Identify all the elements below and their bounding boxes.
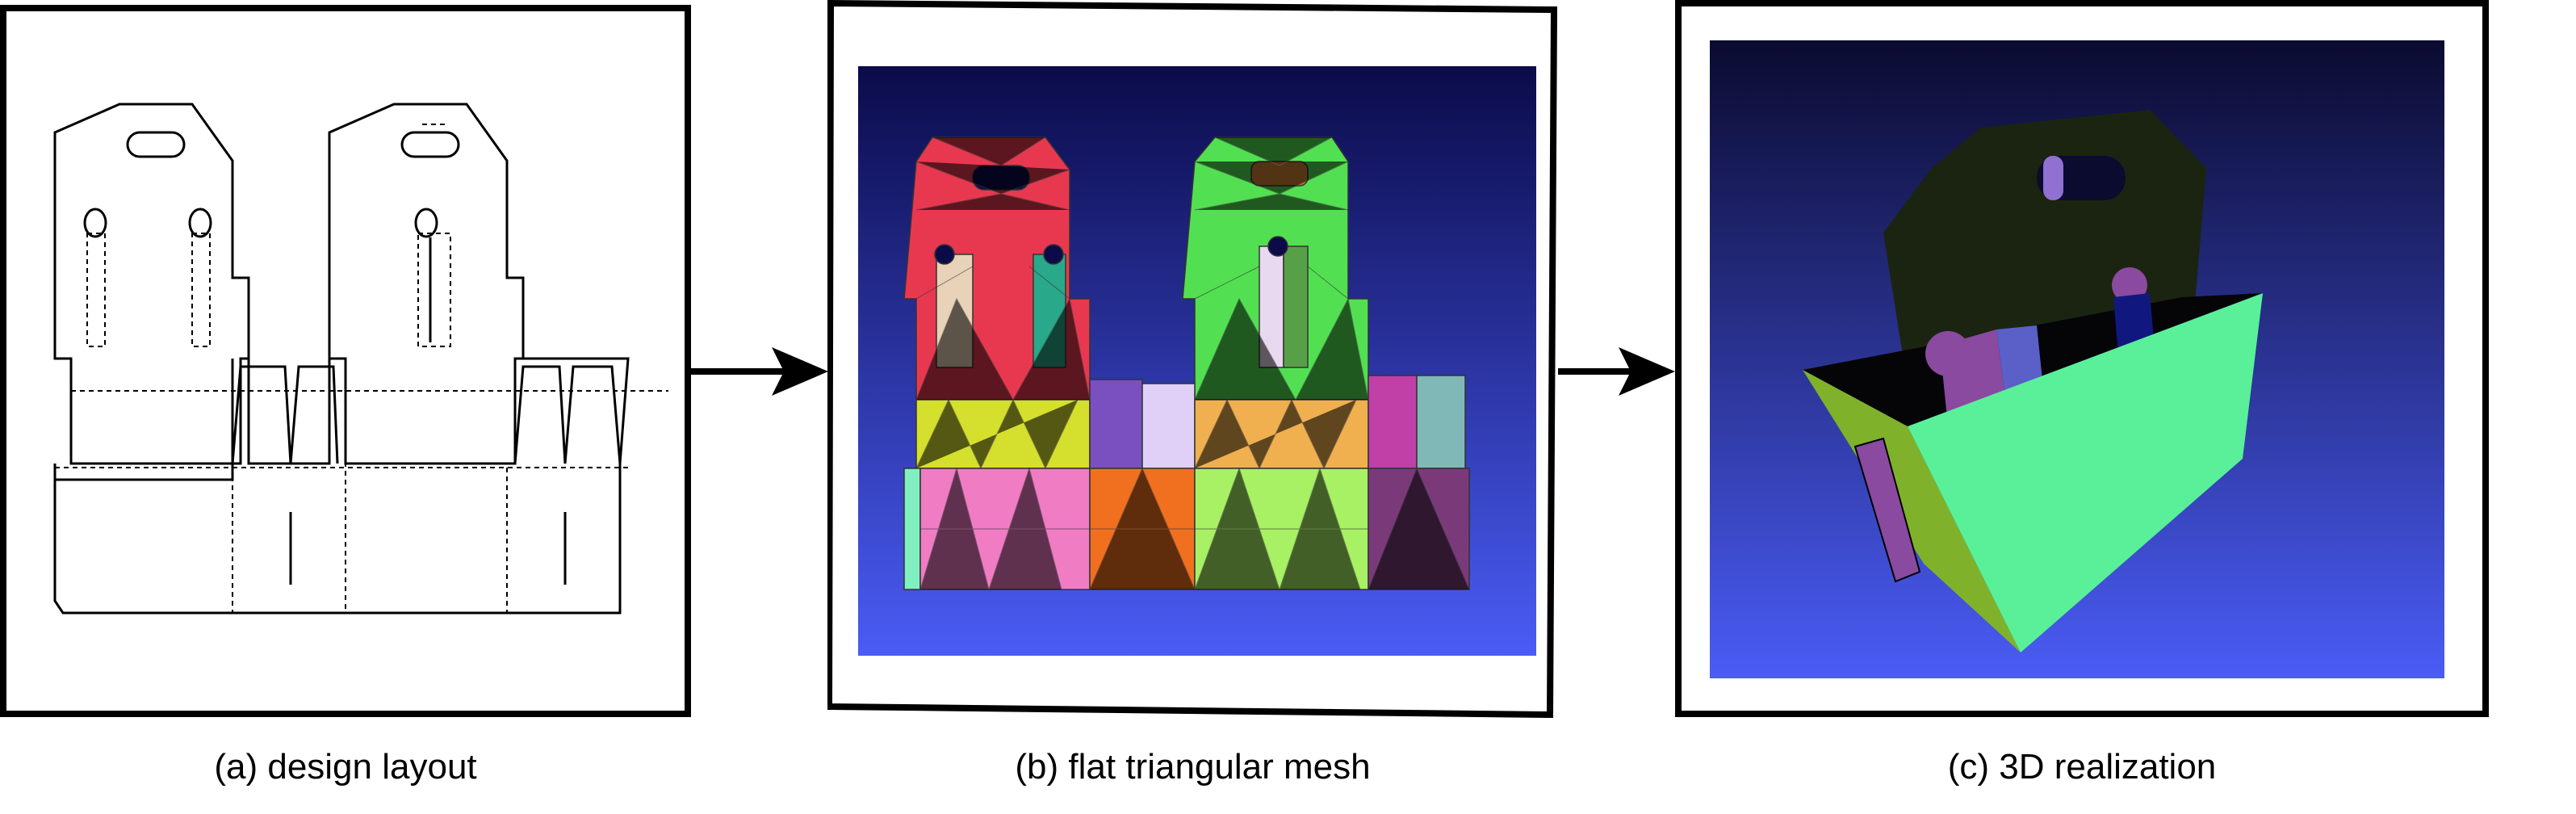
arrow-right-icon	[1558, 347, 1675, 396]
right-handle-outline	[328, 103, 525, 465]
tab-round	[1925, 331, 1971, 376]
box-side-face	[1908, 293, 2263, 652]
tab-hole	[414, 208, 438, 238]
flap-piece	[1368, 375, 1418, 469]
tab-hole	[1267, 236, 1288, 257]
flap-piece	[1141, 383, 1196, 469]
strap-slot	[417, 233, 451, 347]
left-handle-outline	[53, 103, 250, 465]
tab-hole	[934, 244, 955, 265]
flat-mesh-panel	[827, 0, 1558, 719]
flap-piece	[1283, 245, 1309, 368]
caption-a: (a) design layout	[214, 747, 477, 787]
box-front-face	[1803, 370, 2021, 652]
arrow-right-icon	[691, 347, 828, 396]
left-flaps	[231, 365, 339, 464]
3d-realization-panel	[1675, 0, 2489, 717]
tab-hole	[83, 208, 107, 238]
tab-round	[2112, 267, 2147, 303]
side-slot	[1853, 437, 1921, 583]
left-handle-hole	[126, 131, 186, 158]
caption-b: (b) flat triangular mesh	[1015, 747, 1371, 787]
glue-tab	[903, 468, 921, 590]
handle-hole-edge	[2043, 156, 2063, 200]
tab-hole	[188, 208, 212, 238]
right-handle-hole	[400, 131, 460, 158]
caption-c: (c) 3D realization	[1947, 747, 2217, 787]
design-layout-panel	[0, 5, 691, 717]
right-flaps	[513, 365, 622, 464]
flat-mesh-drawing	[827, 0, 1558, 719]
flap-piece	[1416, 375, 1466, 469]
tab-hole	[1043, 244, 1064, 265]
strap-slot	[191, 233, 211, 347]
flap-piece	[1089, 379, 1143, 469]
3d-box-rendering	[1710, 40, 2444, 678]
strap-slot	[86, 233, 106, 347]
design-layout-drawing	[53, 103, 668, 615]
base-outline	[53, 357, 630, 615]
